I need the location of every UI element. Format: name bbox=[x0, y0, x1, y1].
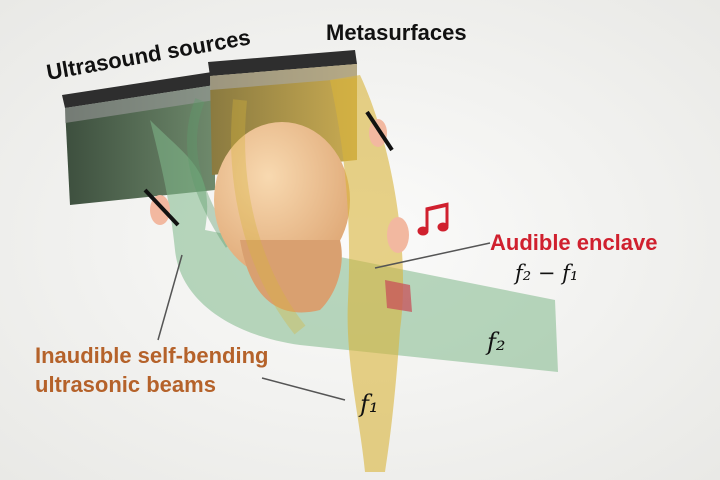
blocked-mark-far bbox=[365, 110, 394, 152]
f2-label: f₂ bbox=[485, 328, 506, 356]
audible-enclave-label: Audible enclave bbox=[490, 230, 658, 255]
audible-enclave-region bbox=[385, 280, 412, 312]
music-note-icon bbox=[417, 202, 449, 236]
inaudible-beams-label-line1: Inaudible self-bending bbox=[35, 343, 268, 368]
f1-label: f₁ bbox=[358, 390, 379, 418]
green-ultrasonic-beam bbox=[150, 120, 558, 372]
beam-leader-line-1 bbox=[157, 254, 183, 341]
metasurfaces-label: Metasurfaces bbox=[326, 20, 467, 45]
enclave-formula: f₂ − f₁ bbox=[513, 261, 578, 285]
beam-leader-line-2 bbox=[261, 377, 346, 401]
inaudible-beams-label-line2: ultrasonic beams bbox=[35, 372, 216, 397]
head bbox=[214, 122, 350, 313]
blocked-mark-left bbox=[143, 188, 180, 227]
ear-far bbox=[369, 119, 387, 147]
enclave-leader-line bbox=[374, 242, 491, 269]
yellow-ultrasonic-beam bbox=[330, 75, 404, 472]
ear-listening bbox=[387, 217, 409, 253]
